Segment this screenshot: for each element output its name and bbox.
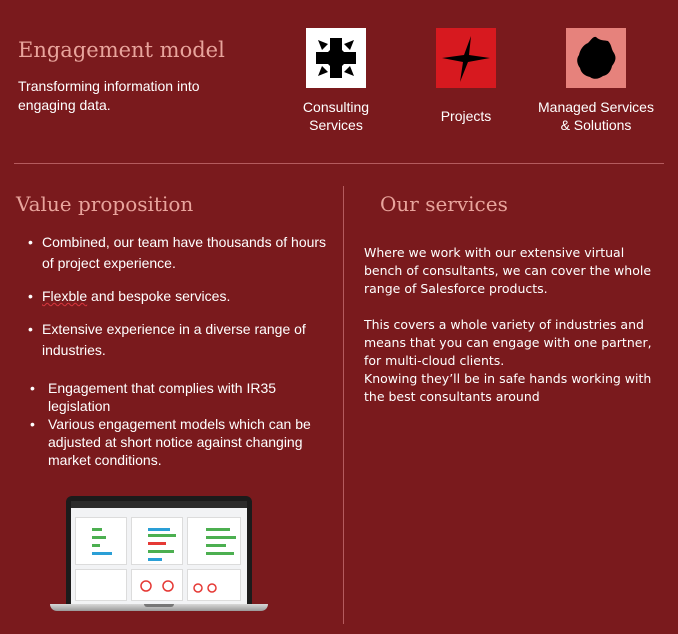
laptop-screen-frame [66,496,252,606]
list-item: Various engagement models which can be a… [28,415,328,469]
projects-tile: Projects [396,28,536,125]
tile-label-line1: Managed Services [538,99,654,115]
services-paragraph: Where we work with our extensive virtual… [364,245,652,296]
dashboard-bar [148,542,166,545]
laptop-base [50,604,268,611]
our-services-body: Where we work with our extensive virtual… [364,244,654,406]
vertical-divider [343,186,344,624]
services-paragraph: This covers a whole variety of industrie… [364,317,652,368]
dashboard-panel [187,517,241,565]
list-item: Flexble and bespoke services. [28,286,328,307]
dashboard-bar [148,534,176,537]
list-item-text: and bespoke services. [87,288,231,304]
dashboard-bar [206,544,226,547]
consulting-services-tile: Consulting Services [266,28,406,134]
dashboard-bar [206,528,230,531]
consulting-services-label: Consulting Services [266,98,406,134]
dashboard-topbar [71,501,247,508]
value-proposition-list: Combined, our team have thousands of hou… [28,232,328,469]
dashboard-bar [92,544,100,547]
services-paragraph: Knowing they’ll be in safe hands working… [364,371,652,404]
blob-shape-icon [566,28,626,88]
dashboard-bar [92,536,106,539]
dashboard-bar [92,528,102,531]
list-item: Extensive experience in a diverse range … [28,319,328,361]
dashboard-bar [206,536,236,539]
managed-services-tile: Managed Services & Solutions [526,28,666,134]
engagement-model-title: Engagement model [18,38,225,62]
dashboard-panel [131,517,183,565]
our-services-title: Our services [380,192,508,216]
dashboard-bar [148,558,162,561]
star-burst-icon [306,28,366,88]
engagement-model-subtitle: Transforming information into engaging d… [18,78,200,113]
dashboard-gauges [140,580,174,592]
value-proposition-title: Value proposition [16,192,194,216]
list-item: Engagement that complies with IR35 legis… [28,379,328,415]
misspelled-word: Flexble [42,288,88,304]
tile-label-line2: & Solutions [560,117,632,133]
dashboard-panel [187,569,241,601]
dashboard-screenshot [71,501,247,606]
laptop-dashboard-image [50,496,268,616]
horizontal-divider [14,163,664,164]
dashboard-gauges [193,583,217,593]
managed-services-label: Managed Services & Solutions [526,98,666,134]
dashboard-panel [75,569,127,601]
projects-label: Projects [440,108,492,124]
dashboard-bar [148,550,174,553]
dashboard-panel [131,569,183,601]
laptop-base-notch [144,604,174,607]
four-point-star-icon [436,28,496,88]
tile-label-line1: Consulting [302,99,370,115]
dashboard-bar [206,552,234,555]
dashboard-panel [75,517,127,565]
list-item: Combined, our team have thousands of hou… [28,232,328,274]
dashboard-bar [148,528,170,531]
tile-label-line2: Services [309,117,363,133]
dashboard-bar [92,552,112,555]
